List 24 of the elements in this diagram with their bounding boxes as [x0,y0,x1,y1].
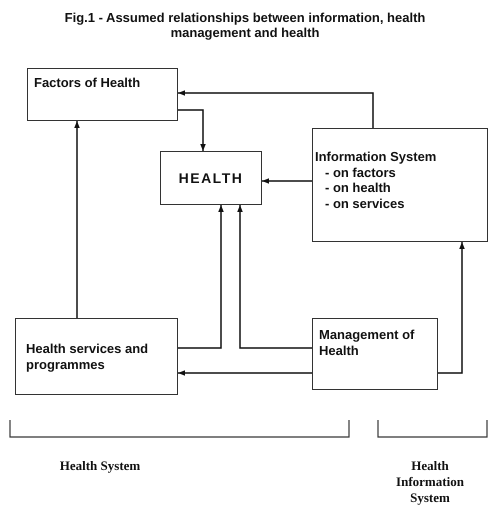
process-box [312,128,488,242]
group-label: Health Information System [395,458,465,506]
node-title: Factors of Health [34,75,140,91]
process-box [15,318,178,395]
list-item: - on factors [324,164,396,180]
list-item: - on health [324,180,391,196]
arrow [438,242,465,374]
process-box [27,68,178,121]
arrow [262,178,312,184]
arrow [178,370,312,376]
list-item: - on services [324,196,404,212]
arrow [74,121,80,318]
diagram-title: Fig.1 - Assumed relationships between information, health management and health [64,10,426,40]
process-box [160,151,262,205]
arrow [178,205,224,349]
arrow [178,109,206,151]
process-box [312,318,438,390]
arrow [178,90,374,128]
arrow [237,205,312,349]
group-label: Health System [58,458,142,474]
node-title: Health services and programmes [26,340,150,372]
node-title: HEALTH [178,170,244,186]
node-title: Management of Health [319,327,416,358]
node-title: Information System [315,149,436,165]
